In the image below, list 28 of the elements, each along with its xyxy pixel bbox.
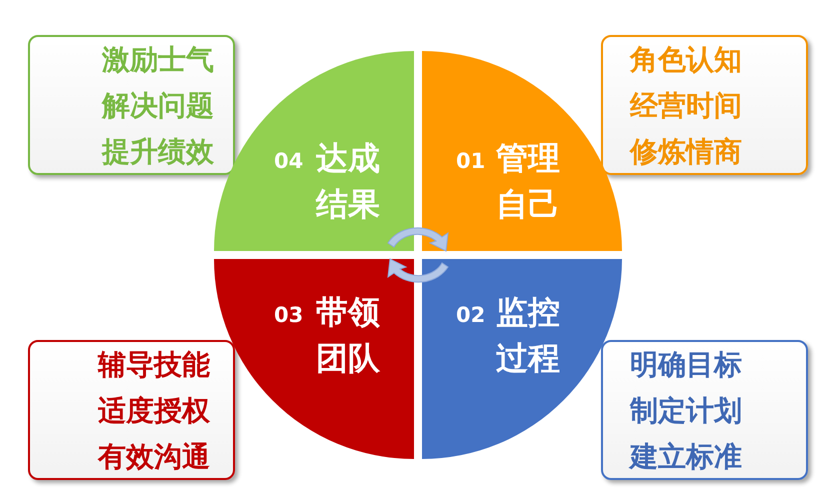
text-card (28, 340, 235, 480)
step-number: 01 (456, 148, 486, 174)
card-text: 建立标准 (630, 440, 742, 474)
card-text: 修炼情商 (630, 135, 742, 169)
card-text: 解决问题 (102, 89, 214, 123)
step-title: 监控过程 (496, 292, 561, 379)
step-title: 管理自己 (496, 138, 561, 225)
card-text: 激励士气 (102, 43, 214, 77)
quadrant-segment (214, 259, 414, 459)
quadrant-segment (422, 51, 622, 251)
card-text: 提升绩效 (102, 135, 214, 169)
quadrant-segment (214, 51, 414, 251)
card-text: 明确目标 (630, 348, 742, 382)
card-text: 辅导技能 (98, 348, 210, 382)
step-number: 02 (456, 302, 486, 328)
text-card (601, 35, 808, 175)
quadrant-segment (422, 259, 622, 459)
step-number: 04 (274, 148, 304, 174)
step-title: 达成结果 (316, 138, 381, 225)
card-text: 适度授权 (98, 394, 210, 428)
card-text: 制定计划 (630, 394, 742, 428)
step-number: 03 (274, 302, 304, 328)
step-title: 带领团队 (316, 292, 381, 379)
card-text: 经营时间 (630, 89, 742, 123)
card-text: 角色认知 (630, 43, 742, 77)
text-card (28, 35, 235, 175)
text-card (601, 340, 808, 480)
card-text: 有效沟通 (98, 440, 210, 474)
